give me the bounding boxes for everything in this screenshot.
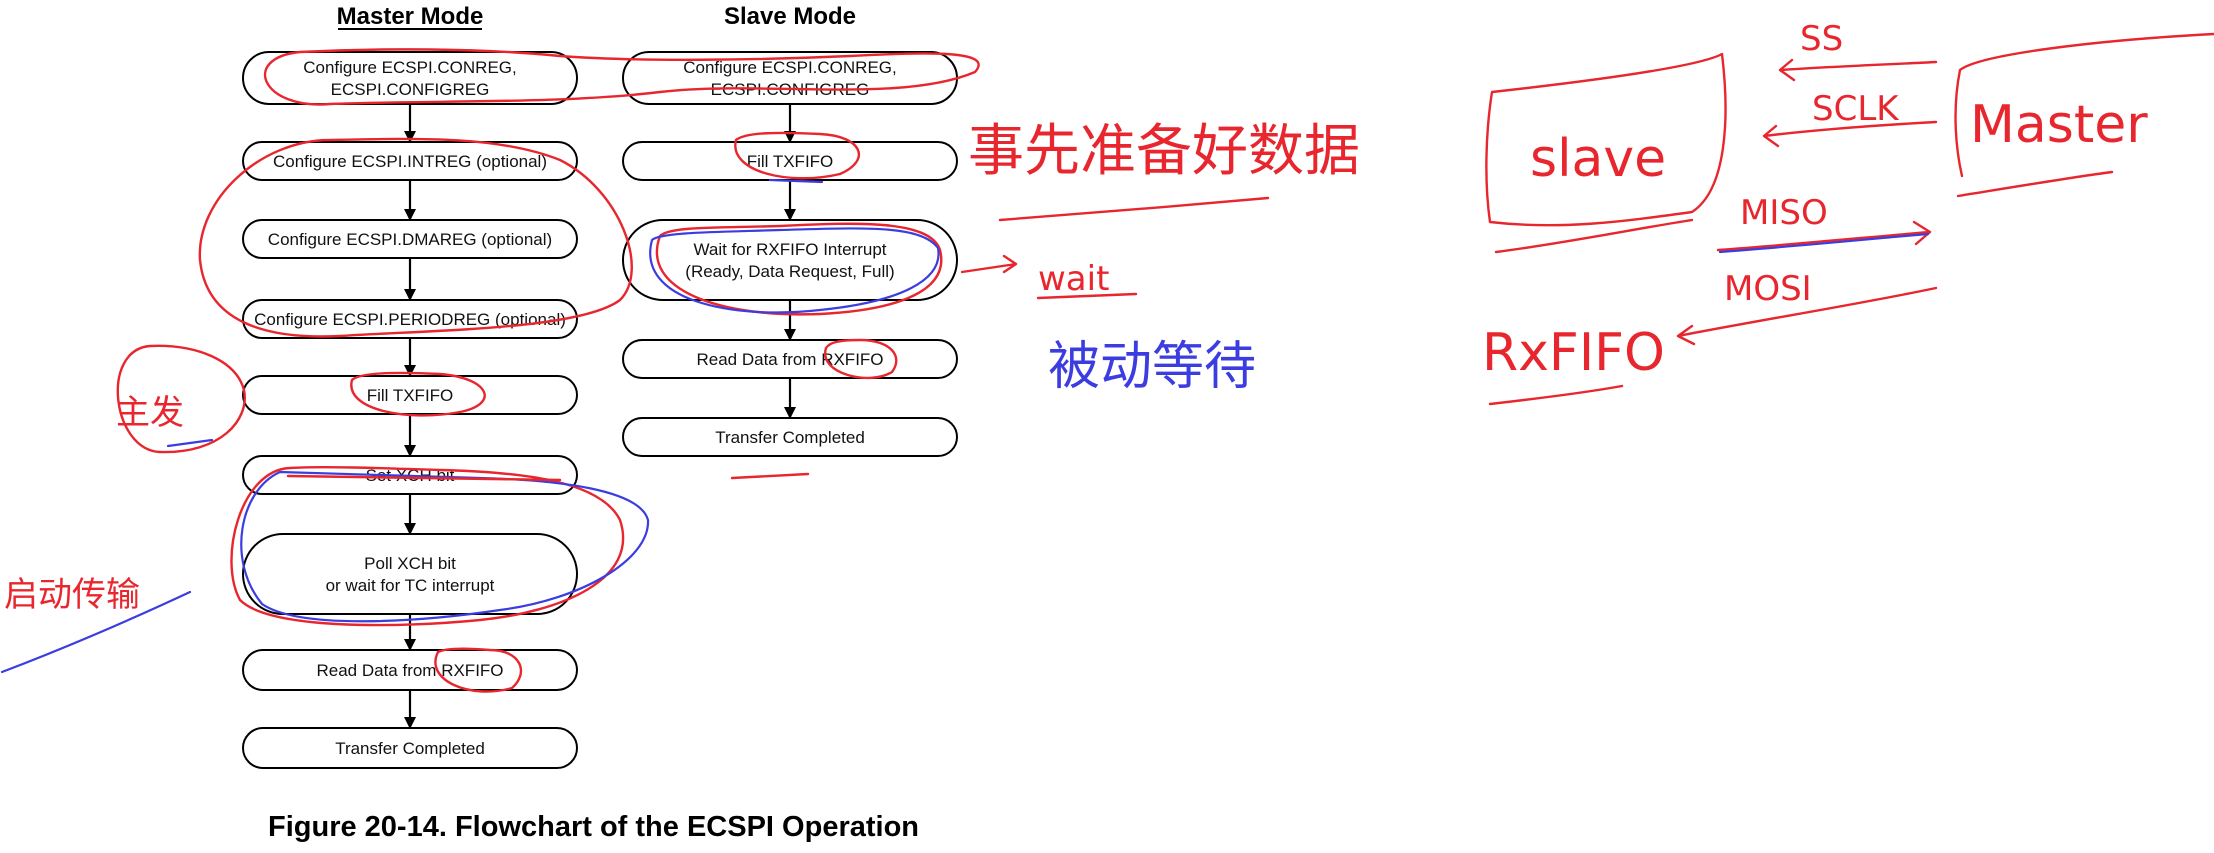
master-mode-flow: Configure ECSPI.CONREG, ECSPI.CONFIGREG Co… xyxy=(242,51,578,769)
master-step-1-label: Configure ECSPI.CONREG, xyxy=(303,58,517,77)
slave-step-1-label: Configure ECSPI.CONREG, xyxy=(683,58,897,77)
red-underline-set-xch xyxy=(286,474,562,482)
master-step-9-label: Transfer Completed xyxy=(335,739,485,758)
master-step-7-label: Poll XCH bit xyxy=(364,554,456,573)
slave-step-5-label: Transfer Completed xyxy=(715,428,865,447)
slave-step-3-label: Wait for RXFIFO Interrupt xyxy=(693,240,886,259)
handwritten-annotations: 事先准备好数据 wait 被动等待 主发 启动传输 slave Master S… xyxy=(0,19,2214,693)
sketch-sclk-arrow xyxy=(1762,120,1938,148)
master-step-9-box xyxy=(242,727,578,769)
note-passive-wait: 被动等待 xyxy=(1048,337,1256,397)
red-circle-initiative xyxy=(116,344,246,454)
slave-sketch-box xyxy=(1485,52,1727,227)
blue-oval-wait-slave xyxy=(649,227,940,314)
sketch-mosi-label: MOSI xyxy=(1724,269,1812,309)
master-step-8-label: Read Data from RXFIFO xyxy=(316,661,503,680)
slave-sketch-underline xyxy=(1494,218,1694,254)
note-start-transfer: 启动传输 xyxy=(4,575,140,615)
master-step-1-label: ECSPI.CONFIGREG xyxy=(331,80,490,99)
sketch-rxfifo-label: RxFIFO xyxy=(1482,323,1665,383)
red-circle-rxfifo-master xyxy=(434,647,523,693)
slave-mode-flow: Configure ECSPI.CONREG,ECSPI.CONFIGREGFi… xyxy=(622,51,958,457)
master-step-7-box xyxy=(242,533,578,615)
red-underline-wait xyxy=(1036,292,1138,300)
master-step-7-label: or wait for TC interrupt xyxy=(326,576,495,595)
figure-caption: Figure 20-14. Flowchart of the ECSPI Ope… xyxy=(268,811,919,843)
sketch-miso-arrow xyxy=(1716,220,1932,252)
slave-step-5-box xyxy=(622,417,958,457)
sketch-master-label: Master xyxy=(1970,95,2148,155)
sketch-sclk-label: SCLK xyxy=(1812,89,1900,129)
slave-step-3-label: (Ready, Data Request, Full) xyxy=(685,262,894,281)
red-circle-rxfifo-slave xyxy=(824,338,898,380)
blue-mark-initiative xyxy=(166,438,214,448)
red-circle-fill-txfifo-master xyxy=(350,371,486,417)
sketch-ss-arrow xyxy=(1778,58,1938,82)
red-circle-fill-txfifo-slave xyxy=(734,131,860,180)
master-sketch-underline xyxy=(1956,170,2114,198)
master-step-4-label: Configure ECSPI.PERIODREG (optional) xyxy=(254,310,566,329)
red-underline-prepare-data xyxy=(998,196,1270,222)
red-oval-wait-slave xyxy=(655,222,943,316)
master-sketch-box xyxy=(1954,32,2214,178)
slave-mode-title: Slave Mode xyxy=(724,3,856,30)
master-mode-title: Master Mode xyxy=(337,3,484,30)
red-oval-optional-config xyxy=(198,137,633,338)
red-loop-xch xyxy=(230,465,625,627)
blue-slash-left xyxy=(0,590,192,674)
red-arrow-to-wait xyxy=(960,254,1018,274)
note-initiative: 主发 xyxy=(116,393,184,433)
red-dash-below-slave xyxy=(730,472,810,480)
note-wait: wait xyxy=(1038,259,1109,299)
note-prepare-data: 事先准备好数据 xyxy=(968,119,1360,184)
sketch-miso-blue-arrow xyxy=(1718,232,1930,254)
red-loop-config xyxy=(264,48,980,106)
sketch-mosi-arrow xyxy=(1676,286,1938,346)
master-step-5-label: Fill TXFIFO xyxy=(367,386,454,405)
slave-step-2-label: Fill TXFIFO xyxy=(747,152,834,171)
blue-mark-fill-txfifo-slave xyxy=(768,178,824,184)
sketch-miso-label: MISO xyxy=(1740,193,1828,233)
master-step-2-label: Configure ECSPI.INTREG (optional) xyxy=(273,152,547,171)
sketch-rxfifo-underline xyxy=(1488,384,1624,406)
slave-step-4-label: Read Data from RXFIFO xyxy=(696,350,883,369)
sketch-ss-label: SS xyxy=(1800,19,1843,59)
sketch-slave-label: slave xyxy=(1530,129,1666,189)
master-step-3-label: Configure ECSPI.DMAREG (optional) xyxy=(268,230,552,249)
